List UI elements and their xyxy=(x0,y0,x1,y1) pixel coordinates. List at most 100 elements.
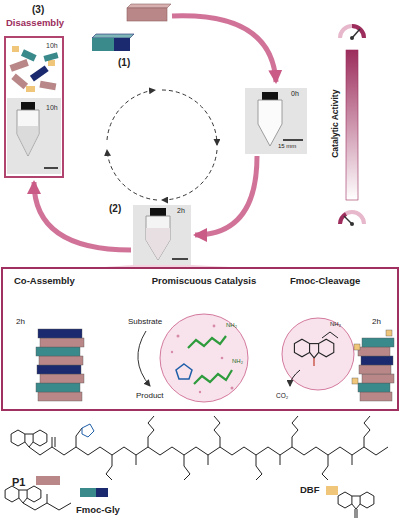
vial-photo-0h xyxy=(283,139,303,141)
fmoc-gly-block-icon xyxy=(96,488,108,497)
co-assembly-stack xyxy=(39,356,83,365)
p1-structure xyxy=(292,416,298,447)
vial-photo-2h xyxy=(146,228,170,260)
activity-bar xyxy=(346,50,358,200)
cycle-dashed xyxy=(162,90,217,145)
vial-photo-0h xyxy=(258,100,282,146)
vial-photo-10h xyxy=(21,102,35,110)
vial-photo-0h xyxy=(245,88,307,154)
catalysis-circle xyxy=(160,314,248,402)
catalysis-circle xyxy=(188,336,226,348)
p1-structure xyxy=(208,455,209,465)
axis-title: Catalytic Activity xyxy=(331,84,340,164)
co-assembly-stack xyxy=(38,392,82,401)
scattered-blocks xyxy=(10,46,59,92)
node-text: 2h xyxy=(177,207,185,215)
detail-panel xyxy=(2,268,398,410)
fmoc-gly-block-icon xyxy=(80,488,108,497)
fmoc-gly-block xyxy=(92,38,114,51)
cycle-arrow xyxy=(34,182,131,250)
node-text: 2h xyxy=(16,318,25,327)
activity-gauge-high xyxy=(350,36,354,40)
product-label: Product xyxy=(136,392,164,401)
fmoc-cleavage-circle xyxy=(294,339,333,358)
scattered-blocks xyxy=(11,74,28,90)
assembly-arrow xyxy=(172,16,276,82)
catalysis-circle xyxy=(221,357,224,360)
co-assembly-stack xyxy=(37,365,81,374)
fmoc-cleavage-circle xyxy=(282,318,354,390)
cleavage-stack xyxy=(358,383,390,392)
catalysis-circle xyxy=(176,364,192,379)
p1-structure xyxy=(55,437,56,447)
cycle-arrow xyxy=(195,156,257,235)
amine-label: NH₂ xyxy=(330,321,341,328)
vial-photo-10h xyxy=(44,167,58,169)
dbf-block-icon xyxy=(326,486,338,495)
p1-structure xyxy=(11,416,388,480)
compound-name: DBF xyxy=(300,485,320,495)
cleavage-stack xyxy=(362,338,394,347)
cycle-dashed xyxy=(107,150,157,200)
reaction-arrow xyxy=(138,331,150,386)
catalysis-circle xyxy=(160,314,248,402)
vial-photo-2h xyxy=(150,208,166,216)
node-heading: Fmoc-Cleavage xyxy=(290,276,360,286)
cleavage-stack xyxy=(386,330,392,336)
node-heading: 0h xyxy=(291,90,299,98)
p1-structure xyxy=(29,447,40,455)
catalysis-circle xyxy=(199,391,201,393)
catalysis-circle xyxy=(213,325,216,328)
p1-structure xyxy=(136,455,137,465)
co-assembly-stack xyxy=(38,329,82,338)
cleavage-stack xyxy=(354,344,360,350)
p1-structure xyxy=(256,455,262,480)
scattered-blocks xyxy=(10,59,29,72)
photo-2h: (2)2h xyxy=(133,205,191,265)
node-text: 15 mm xyxy=(278,143,296,150)
photo-0h: 0h 15 mm xyxy=(245,88,307,154)
scattered-blocks xyxy=(12,46,19,52)
cycle-dashed xyxy=(162,150,217,200)
amine-label: NH₂ xyxy=(232,358,243,365)
fmoc-gly-structure xyxy=(23,503,71,510)
fmoc-cleavage-circle xyxy=(313,358,314,366)
p1-structure xyxy=(11,430,47,447)
node-heading: Promiscuous Catalysis xyxy=(124,276,284,286)
cleavage-stack xyxy=(359,365,391,374)
vial-photo-10h xyxy=(17,110,39,156)
p1-structure xyxy=(364,416,370,447)
catalysis-section: Promiscuous Catalysis xyxy=(124,274,284,406)
fmoc-gly-block xyxy=(92,34,134,51)
vial-photo-2h xyxy=(172,258,188,260)
fmoc-gly-structure xyxy=(5,486,41,503)
vial-photo-2h xyxy=(146,216,170,260)
dbf-structure xyxy=(357,509,358,518)
scattered-blocks xyxy=(26,86,35,92)
scattered-blocks xyxy=(21,49,37,61)
co-assembly-section: Co-Assembly2h xyxy=(8,274,112,406)
scattered-blocks xyxy=(30,65,49,81)
time-label: 2h xyxy=(372,318,381,327)
dbf-structure xyxy=(338,492,374,509)
vial-photo-0h xyxy=(245,88,307,154)
catalysis-circle xyxy=(177,335,180,338)
co-assembly-stack xyxy=(36,329,84,401)
p1-structure xyxy=(52,437,53,447)
fmoc-gly-structure xyxy=(47,494,48,503)
scattered-blocks xyxy=(39,81,56,91)
fmoc-gly-structure xyxy=(5,486,71,510)
fmoc-cleavage-circle xyxy=(322,332,338,338)
compound-name: Fmoc-Gly xyxy=(76,505,120,515)
cleavage-stack xyxy=(352,330,394,401)
p1-block-icon xyxy=(36,476,60,485)
co-assembly-stack xyxy=(40,374,84,383)
scattered-blocks xyxy=(43,52,58,61)
p1-block xyxy=(127,4,171,21)
cleavage-stack xyxy=(352,378,358,384)
vial-photo-0h xyxy=(262,92,278,100)
p1-structure xyxy=(280,455,281,465)
